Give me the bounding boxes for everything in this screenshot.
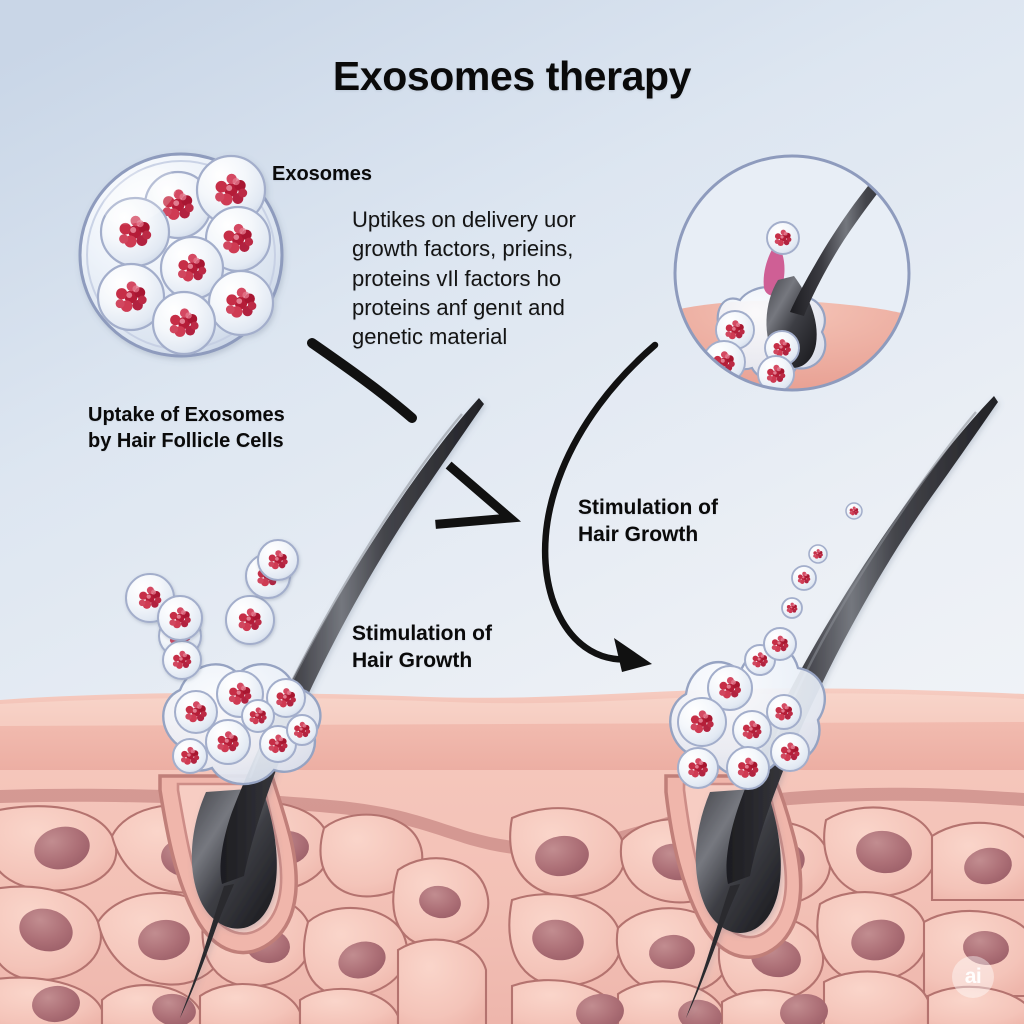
ai-watermark-badge: ai xyxy=(952,956,994,998)
ascending-exosome xyxy=(781,597,803,619)
arrow-uptake-to-growth xyxy=(542,341,659,672)
left-follicle-exosome-clump xyxy=(162,663,322,786)
floating-exosomes-left xyxy=(125,539,299,680)
inset-circle-border xyxy=(673,154,911,392)
ascending-exosome xyxy=(845,502,863,520)
ascending-exosomes-right xyxy=(763,502,863,661)
arrow-1-chevron-head xyxy=(435,461,522,529)
floating-exosome xyxy=(225,595,275,645)
ascending-exosome xyxy=(791,565,817,591)
floating-exosome xyxy=(257,539,299,581)
right-hair-shaft xyxy=(726,396,998,884)
ascending-exosome xyxy=(808,544,828,564)
arrow-1-curve xyxy=(307,338,417,423)
uptake-by-follicle-cells-label: Uptake of Exosomes by Hair Follicle Cell… xyxy=(88,404,285,452)
left-hair-shaft xyxy=(220,398,484,884)
stimulation-of-hair-growth-label-left: Stimulation of Hair Growth xyxy=(352,622,492,673)
left-hair-shaft-and-bulb xyxy=(180,398,484,1018)
ascending-exosome xyxy=(763,627,797,661)
floating-exosome xyxy=(162,640,202,680)
arrow-exosomes-to-follicle xyxy=(307,338,417,423)
arrow-2-head xyxy=(614,638,652,672)
overview-specular-highlight xyxy=(102,167,178,225)
exosomes-description-text: Uptikes on delivery uor growth factors, … xyxy=(352,207,576,349)
floating-exosome xyxy=(157,595,203,641)
page-title: Exosomes therapy xyxy=(332,53,692,99)
arrow-2-curve xyxy=(542,341,659,663)
exosome-overview-circle xyxy=(78,152,284,358)
right-clump-vesicles xyxy=(677,644,810,790)
left-hair-root-spike xyxy=(180,884,234,1018)
stimulation-of-hair-growth-label-right: Stimulation of Hair Growth xyxy=(578,496,718,547)
left-clump-vesicles xyxy=(172,670,318,774)
right-hair-root-spike xyxy=(686,884,740,1018)
right-follicle-exosome-clump xyxy=(669,644,827,790)
skin-tissue xyxy=(0,688,1024,1024)
dermis-nuclei-right xyxy=(532,830,1012,1024)
exosomes-heading-label: Exosomes xyxy=(272,163,373,185)
